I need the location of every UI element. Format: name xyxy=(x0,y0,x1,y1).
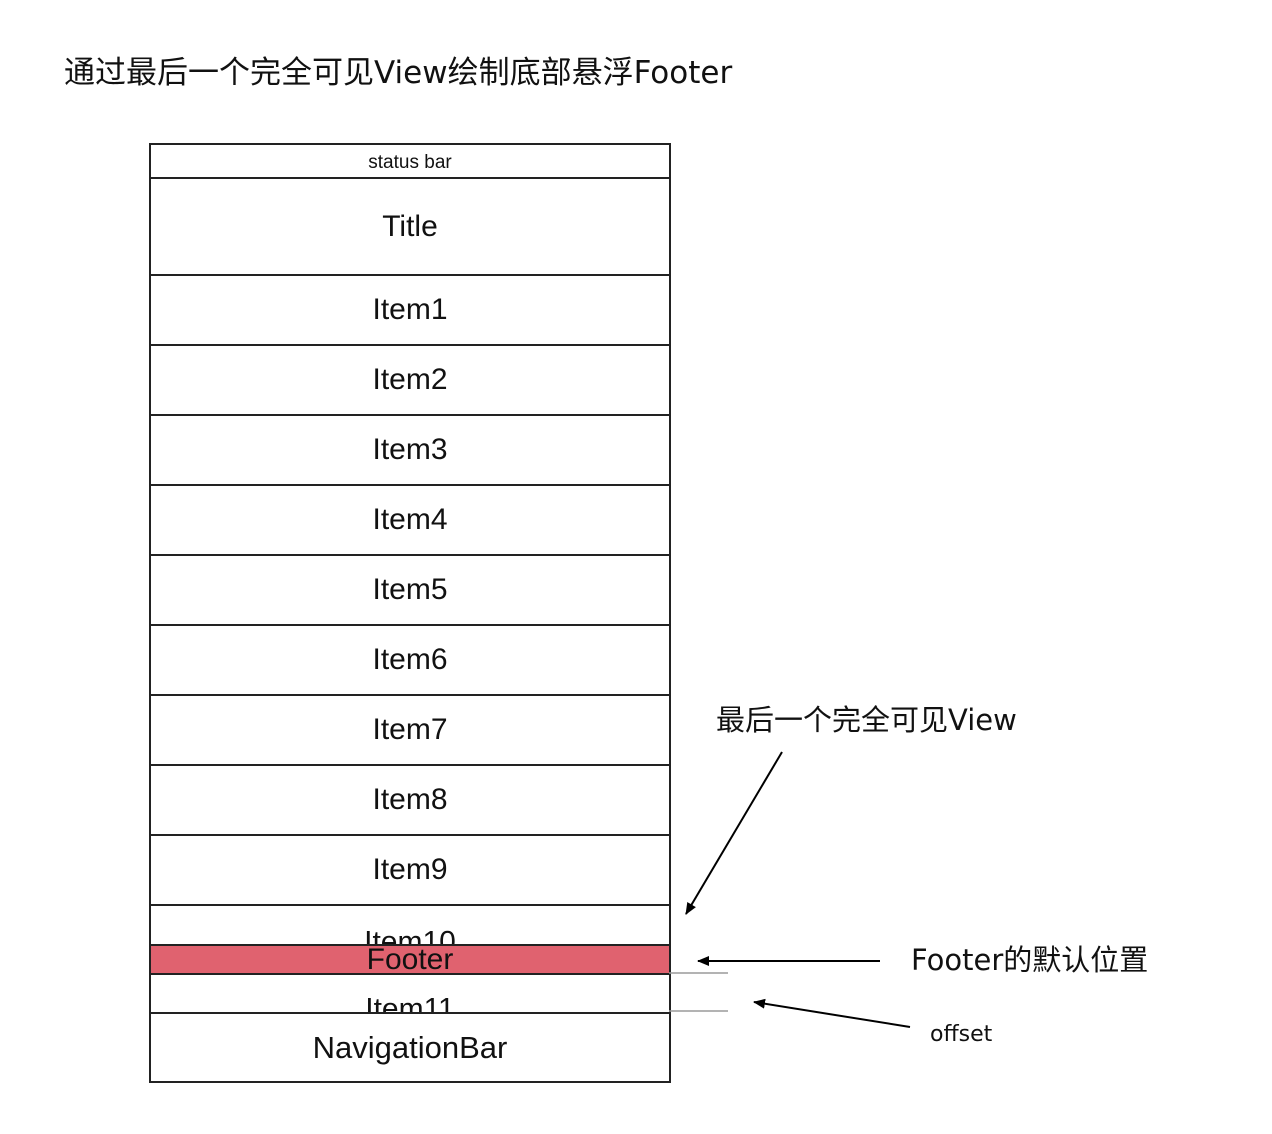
list-item-label: Item2 xyxy=(372,363,448,396)
list-item-label: Item7 xyxy=(372,713,448,746)
title-row: Title xyxy=(151,179,669,276)
list-item: Item7 xyxy=(151,696,669,766)
list-item: Item5 xyxy=(151,556,669,626)
list-item-label: Item4 xyxy=(372,503,448,536)
navigation-bar: NavigationBar xyxy=(151,1012,669,1081)
arrow-offset xyxy=(753,998,911,1028)
partial-list-item-bottom: Item11 xyxy=(151,975,669,1013)
phone-screen-diagram: status bar Title Item1 Item2 Item3 Item4… xyxy=(149,143,671,1083)
list-item-label: Item9 xyxy=(372,853,448,886)
list-item-label: Item5 xyxy=(372,573,448,606)
annotation-offset: offset xyxy=(930,1022,993,1047)
list-item-label: Item6 xyxy=(372,643,448,676)
navigation-bar-label: NavigationBar xyxy=(312,1029,508,1065)
annotation-footer-default-position: Footer的默认位置 xyxy=(911,943,1149,977)
list-item: Item1 xyxy=(151,276,669,346)
footer-bar: Footer xyxy=(151,942,669,976)
arrow-last-visible-view xyxy=(685,751,783,915)
partial-list-item-bottom-label: Item11 xyxy=(365,992,455,1013)
status-bar: status bar xyxy=(151,145,669,179)
status-bar-label: status bar xyxy=(368,152,452,173)
title-label: Title xyxy=(382,209,438,243)
list-item: Item9 xyxy=(151,836,669,906)
list-item-label: Item1 xyxy=(372,293,448,326)
list-item-label: Item8 xyxy=(372,783,448,816)
list-item: Item8 xyxy=(151,766,669,836)
partial-list-item-top: Item10 xyxy=(151,906,669,946)
list-item: Item3 xyxy=(151,416,669,486)
list-item: Item2 xyxy=(151,346,669,416)
partial-list-item-top-label: Item10 xyxy=(364,925,456,946)
list-item-label: Item3 xyxy=(372,433,448,466)
annotation-last-visible-view: 最后一个完全可见View xyxy=(716,703,1017,737)
page-title: 通过最后一个完全可见View绘制底部悬浮Footer xyxy=(64,55,733,91)
list-item: Item4 xyxy=(151,486,669,556)
list-item: Item6 xyxy=(151,626,669,696)
footer-label: Footer xyxy=(366,942,454,976)
